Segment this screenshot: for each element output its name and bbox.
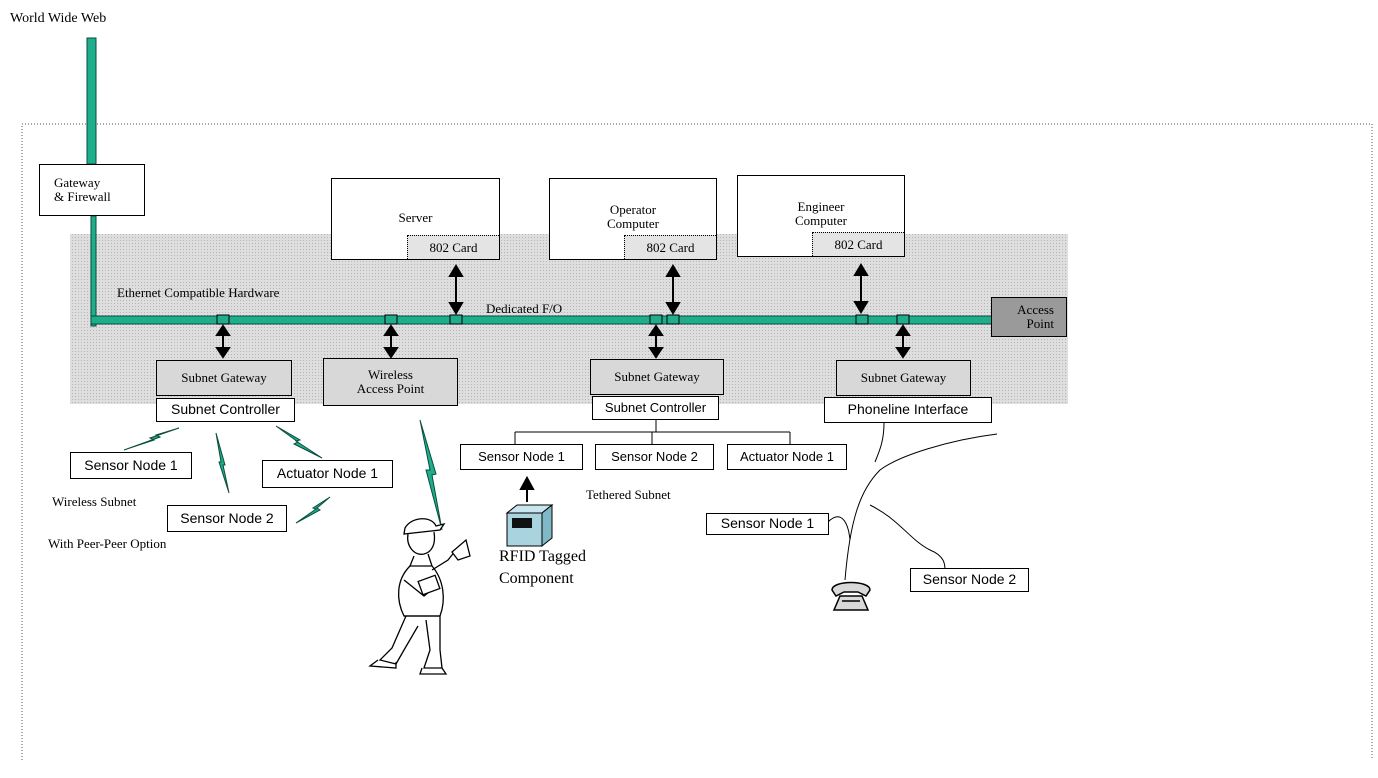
operator-802-card: 802 Card [624, 235, 716, 259]
www-link [86, 37, 97, 165]
engineer-802-card: 802 Card [812, 232, 904, 256]
phoneline-sensor-node-2: Sensor Node 2 [910, 568, 1029, 592]
server-card-label: 802 Card [429, 239, 478, 255]
bus-tap [666, 314, 680, 325]
node-label: Actuator Node 1 [740, 448, 834, 464]
bus-tap [896, 314, 910, 325]
wireless-signal-icon [215, 432, 230, 494]
double-arrow-icon [215, 324, 231, 359]
operator-line2: Computer [607, 216, 659, 232]
node-label: Actuator Node 1 [276, 465, 379, 482]
access-point-line1: Access [1017, 301, 1054, 317]
double-arrow-icon [665, 264, 681, 315]
tethered-sensor-node-2: Sensor Node 2 [595, 444, 714, 470]
tethered-wiring [514, 420, 791, 444]
phoneline-wiring [827, 422, 998, 581]
rfid-label-line2: Component [499, 570, 574, 587]
subnet-gateway-1: Subnet Gateway [156, 360, 292, 396]
subnet-controller-2: Subnet Controller [592, 396, 719, 420]
double-arrow-icon [895, 324, 911, 359]
wireless-sensor-node-2: Sensor Node 2 [167, 505, 287, 532]
phoneline-sensor-node-1: Sensor Node 1 [706, 513, 829, 535]
technician-icon [368, 518, 471, 675]
wireless-signal-icon [123, 427, 180, 451]
wireless-ap-line2: Access Point [356, 381, 425, 396]
bus-tap [449, 314, 463, 325]
ethernet-hardware-label: Ethernet Compatible Hardware [117, 285, 280, 300]
tethered-actuator-node-1: Actuator Node 1 [727, 444, 847, 470]
server-label: Server [398, 210, 433, 225]
gateway-bus-link [90, 215, 97, 327]
wireless-access-point-box: Wireless Access Point [323, 358, 458, 406]
wireless-links [123, 419, 443, 531]
engineer-line2: Computer [795, 213, 847, 229]
gateway-firewall-line1: Gateway [54, 174, 101, 190]
subnet-controller-1: Subnet Controller [156, 398, 295, 422]
engineer-line1: Engineer [797, 199, 845, 214]
up-arrow-icon [519, 475, 535, 502]
double-arrow-icon [853, 263, 869, 314]
subnet-controller-2-label: Subnet Controller [604, 399, 707, 415]
rfid-label-line1: RFID Tagged [499, 548, 587, 565]
node-label: Sensor Node 2 [611, 448, 698, 464]
bus-tap [384, 314, 398, 325]
double-arrow-icon [648, 324, 664, 359]
bus-tap [855, 314, 869, 325]
link-arrows [215, 263, 911, 502]
node-label: Sensor Node 2 [922, 571, 1017, 588]
wireless-actuator-node-1: Actuator Node 1 [262, 460, 393, 488]
gateway-firewall-line2: & Firewall [54, 189, 111, 204]
node-label: Sensor Node 1 [84, 456, 178, 473]
double-arrow-icon [383, 324, 399, 359]
operator-card-label: 802 Card [646, 239, 695, 255]
subnet-gateway-1-label: Subnet Gateway [181, 369, 267, 385]
plant-boundary [21, 123, 1373, 760]
www-label: World Wide Web [10, 11, 107, 26]
server-802-card: 802 Card [407, 235, 499, 259]
wireless-subnet-label: Wireless Subnet [52, 494, 137, 509]
rfid-component-icon [505, 503, 554, 548]
wireless-ap-line1: Wireless [368, 366, 413, 382]
node-label: Sensor Node 2 [180, 509, 274, 526]
tethered-subnet-label: Tethered Subnet [586, 487, 671, 502]
peer-option-label: With Peer-Peer Option [48, 536, 167, 551]
dedicated-fo-label: Dedicated F/O [486, 301, 563, 316]
bus-taps [216, 314, 910, 325]
wireless-signal-icon [295, 496, 331, 524]
bus-tap [649, 314, 663, 325]
wireless-signal-icon [419, 419, 443, 531]
wireless-sensor-node-1: Sensor Node 1 [70, 452, 192, 479]
bus-tap [216, 314, 230, 325]
wireless-signal-icon [275, 425, 323, 459]
phoneline-interface-box: Phoneline Interface [824, 397, 992, 423]
subnet-gateway-2-label: Subnet Gateway [614, 368, 700, 384]
operator-line1: Operator [609, 202, 657, 217]
tethered-sensor-node-1: Sensor Node 1 [460, 444, 583, 470]
gateway-firewall-box: Gateway & Firewall [39, 164, 145, 216]
access-point-line2: Point [1026, 316, 1054, 331]
node-label: Sensor Node 1 [478, 448, 565, 464]
phoneline-interface-label: Phoneline Interface [847, 401, 969, 418]
access-point-box: Access Point [991, 297, 1067, 337]
double-arrow-icon [448, 264, 464, 315]
subnet-gateway-2: Subnet Gateway [590, 359, 724, 395]
node-label: Sensor Node 1 [720, 515, 815, 532]
subnet-gateway-3: Subnet Gateway [836, 360, 971, 396]
engineer-card-label: 802 Card [834, 236, 883, 252]
subnet-controller-1-label: Subnet Controller [171, 401, 280, 418]
telephone-icon [831, 581, 871, 611]
subnet-gateway-3-label: Subnet Gateway [860, 369, 947, 385]
